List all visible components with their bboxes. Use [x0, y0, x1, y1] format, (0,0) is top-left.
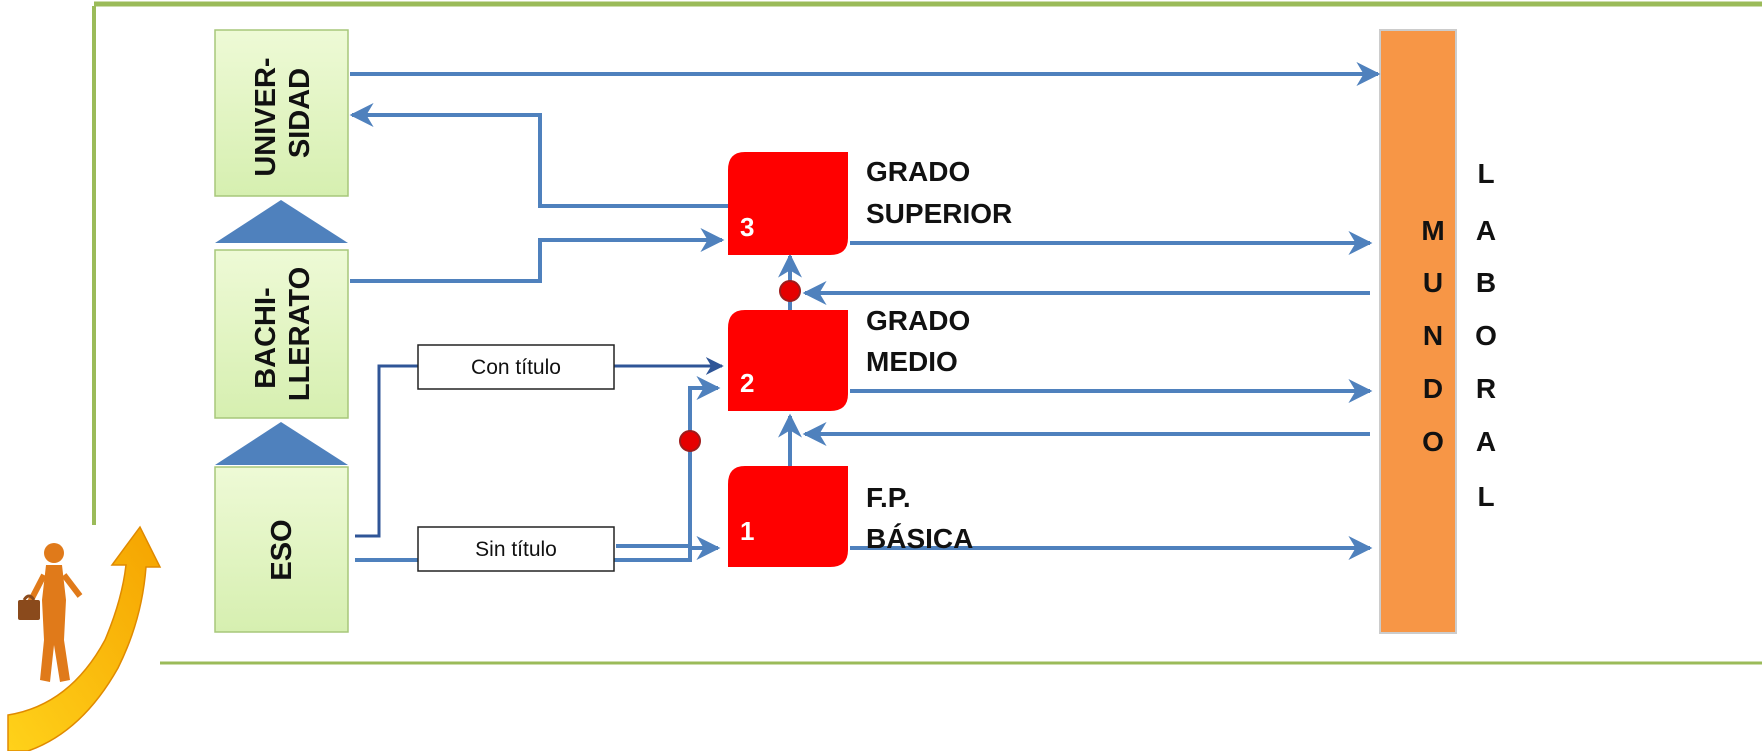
level-grado-medio: 2 GRADO MEDIO [728, 305, 978, 411]
mundo-letter: M [1421, 215, 1444, 246]
con-titulo-label: Con título [471, 356, 561, 379]
bachillerato-line1: BACHI- [250, 287, 282, 389]
laboral-letter: O [1475, 320, 1497, 351]
arrow-eso-con-titulo [355, 357, 724, 538]
svg-text:UNIVER- SIDAD: UNIVER- SIDAD [250, 49, 316, 176]
universidad-line1: UNIVER- [250, 57, 282, 176]
mundo-letter: N [1423, 320, 1443, 351]
laboral-letter: L [1477, 158, 1494, 189]
mundo-letters: M U N D O [1421, 215, 1444, 457]
level-number-3: 3 [740, 212, 754, 242]
level-fp-basica: 1 F.P. BÁSICA [728, 466, 973, 567]
laboral-letter: B [1476, 267, 1496, 298]
level-grado-superior: 3 GRADO SUPERIOR [728, 152, 1012, 255]
condition-con-titulo: Con título [417, 344, 615, 390]
stage-universidad: UNIVER- SIDAD [214, 29, 349, 197]
mundo-letter: O [1422, 426, 1444, 457]
flow-arrows [349, 62, 1381, 562]
svg-text:BACHI- LLERATO: BACHI- LLERATO [250, 267, 316, 401]
mundo-laboral-bar [1379, 29, 1457, 634]
triangle-eso-to-bach [215, 422, 348, 465]
grado-superior-line1: GRADO [866, 156, 970, 187]
grado-superior-line2: SUPERIOR [866, 198, 1012, 229]
level-number-1: 1 [740, 516, 754, 546]
arrow-superior-to-uni [349, 103, 728, 208]
universidad-line2: SIDAD [284, 68, 316, 158]
level-number-2: 2 [740, 368, 754, 398]
laboral-letter: A [1476, 215, 1496, 246]
laboral-letter: A [1476, 426, 1496, 457]
laboral-letters: L A B O R A L [1475, 158, 1497, 512]
climbing-person-icon [7, 525, 162, 751]
svg-text:GRADO MEDIO: GRADO MEDIO [866, 305, 978, 377]
mundo-letter: D [1423, 373, 1443, 404]
laboral-letter: L [1477, 481, 1494, 512]
mundo-letter: U [1423, 267, 1443, 298]
arrow-bach-to-superior [350, 228, 725, 283]
eso-label: ESO [266, 519, 298, 580]
access-test-dot-superior [779, 280, 801, 302]
fp-basica-line1: F.P. [866, 482, 911, 513]
sin-titulo-label: Sin título [475, 538, 557, 561]
svg-text:F.P. BÁSICA: F.P. BÁSICA [866, 482, 973, 554]
laboral-letter: R [1476, 373, 1496, 404]
grado-medio-line2: MEDIO [866, 346, 958, 377]
grado-medio-line1: GRADO [866, 305, 970, 336]
bachillerato-line2: LLERATO [284, 267, 316, 401]
stage-eso: ESO [214, 466, 349, 633]
svg-text:GRADO SUPERIOR: GRADO SUPERIOR [866, 156, 1012, 229]
condition-sin-titulo: Sin título [417, 526, 615, 572]
access-test-dot-medio [679, 430, 701, 452]
triangle-bach-to-uni [215, 200, 348, 243]
stage-bachillerato: BACHI- LLERATO [214, 249, 349, 419]
fp-basica-line2: BÁSICA [866, 523, 973, 554]
arrow-sin-to-medio [616, 376, 721, 548]
